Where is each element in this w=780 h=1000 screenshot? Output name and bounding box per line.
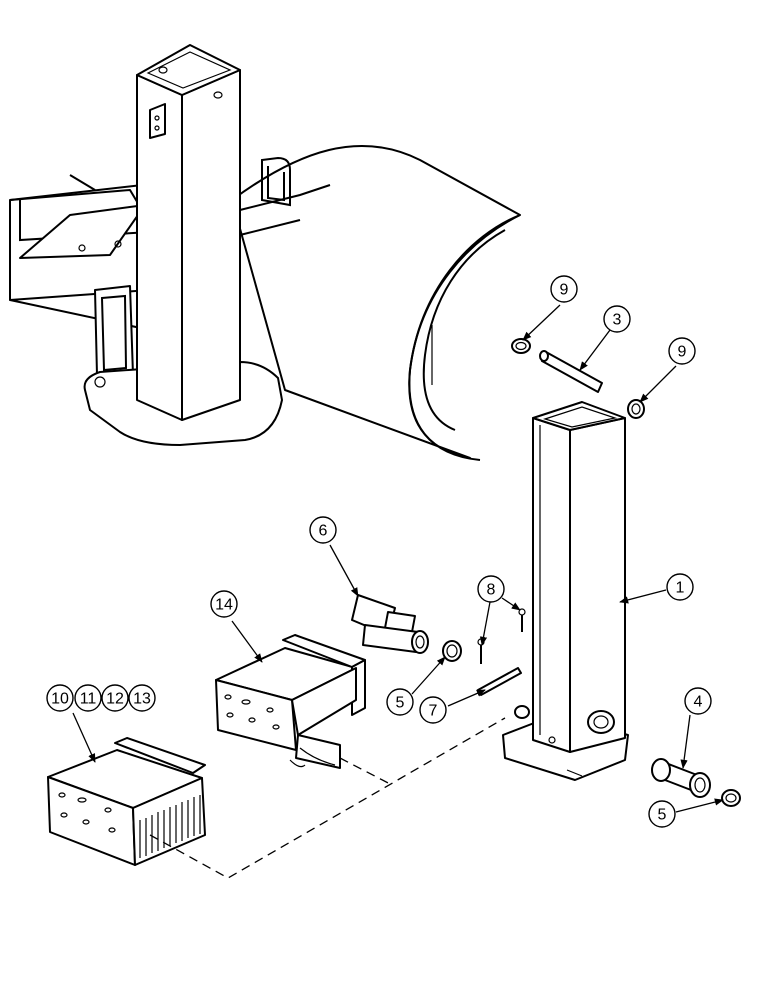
callout-13-label: 13 [133, 691, 151, 708]
callout-1-label: 1 [676, 580, 685, 597]
callout-9-right-label: 9 [678, 344, 687, 361]
callout-11-label: 11 [80, 691, 97, 708]
leader-lines [72, 304, 724, 813]
callout-10-label: 10 [51, 691, 69, 708]
callout-9-right: 9 [668, 337, 696, 365]
callout-5-left: 5 [386, 688, 414, 716]
callout-9-left-label: 9 [560, 282, 569, 299]
callout-8-label: 8 [487, 582, 496, 599]
callout-14: 14 [210, 590, 238, 618]
part-7-pin [477, 667, 522, 696]
part-5-ring-left [442, 640, 462, 662]
callout-11: 11 [74, 684, 102, 712]
callout-9-left: 9 [550, 275, 578, 303]
part-6-clip [351, 594, 429, 654]
part-5-ring-right [721, 789, 741, 807]
part-9-ring-left [511, 338, 531, 354]
installed-stand-assembly [9, 44, 521, 461]
part-4-sleeve [651, 758, 711, 798]
callout-1: 1 [666, 573, 694, 601]
callout-3-label: 3 [613, 312, 622, 329]
callout-5-right-label: 5 [658, 807, 667, 824]
callout-7: 7 [419, 696, 447, 724]
callout-4-label: 4 [694, 694, 703, 711]
part-1-stand-tube [502, 401, 629, 781]
callout-5-left-label: 5 [396, 695, 405, 712]
callout-5-right: 5 [648, 800, 676, 828]
part-3-pin [539, 350, 603, 393]
callout-12: 12 [101, 684, 129, 712]
callout-3: 3 [603, 305, 631, 333]
part-8-cotter-pins [477, 608, 526, 664]
callout-7-label: 7 [429, 703, 438, 720]
callout-6: 6 [309, 516, 337, 544]
assembly-dashed-lines [149, 717, 506, 879]
part-14-pad [215, 634, 366, 769]
tire [231, 144, 521, 461]
part-10-13-pad [47, 737, 206, 866]
callout-14-label: 14 [215, 597, 233, 614]
callout-12-label: 12 [106, 691, 124, 708]
callout-13: 13 [128, 684, 156, 712]
callout-10: 10 [46, 684, 74, 712]
callout-6-label: 6 [319, 523, 328, 540]
boss-pin-stub [514, 705, 530, 719]
callout-8: 8 [477, 575, 505, 603]
stand-column-installed [83, 44, 283, 446]
frame-beam [9, 174, 331, 361]
part-9-ring-right [627, 399, 645, 419]
callout-4: 4 [684, 687, 712, 715]
